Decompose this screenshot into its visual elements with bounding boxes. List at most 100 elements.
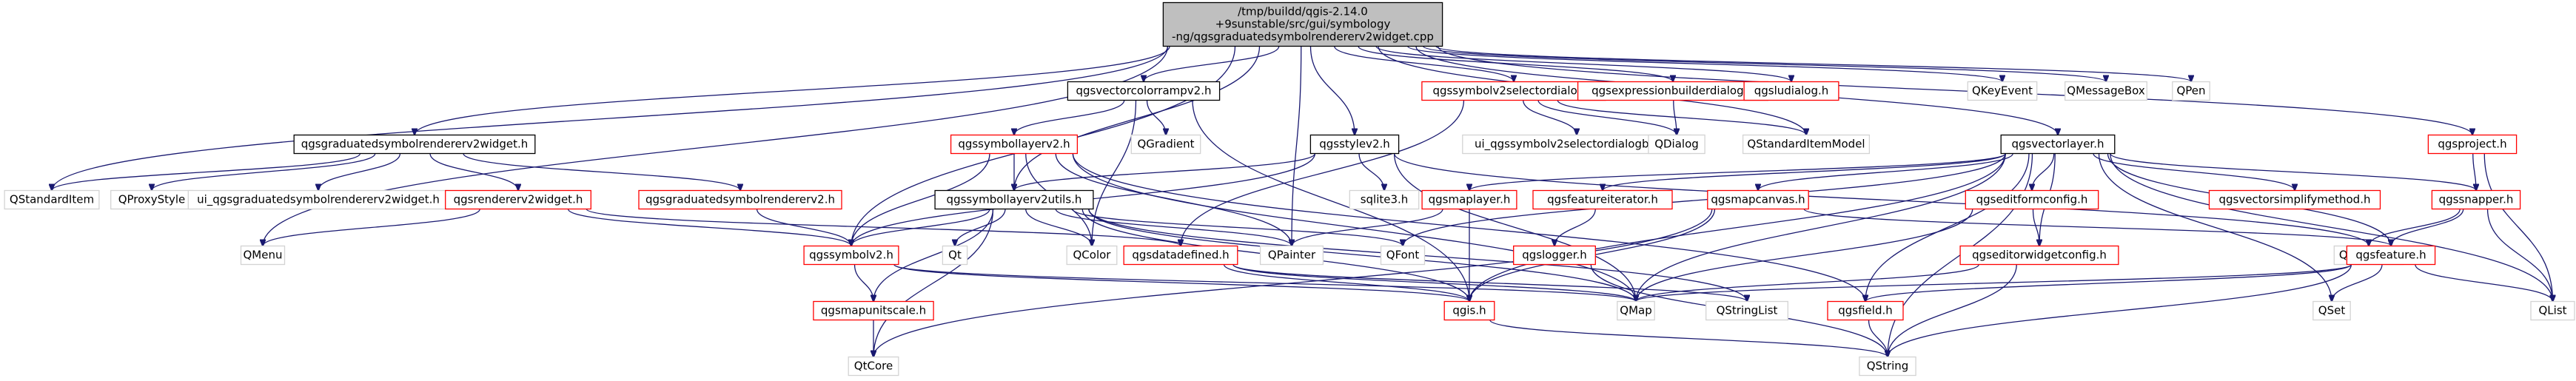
node-box [848,356,899,377]
node-qgsfield_h[interactable]: qgsfield.h [1827,300,1904,321]
edge-qgsgraduatedwidget_h-to-qgsrendererv2widget_h [429,153,518,191]
edge-qgssymbollayerv2utils_h-to-QFont [1072,208,1403,246]
node-box [2172,81,2210,101]
node-QMenu[interactable]: QMenu [240,245,286,266]
edge-qgsvectorcolorrampv2_h-to-QGradient [1146,100,1167,135]
node-QProxyStyle[interactable]: QProxyStyle [110,189,193,210]
node-qgsgraduatedwidget_h[interactable]: qgsgraduatedsymbolrendererv2widget.h [293,134,536,155]
node-root[interactable]: /tmp/buildd/qgis-2.14.0+9sunstable/src/g… [1162,1,1443,47]
node-QPen[interactable]: QPen [2172,81,2210,101]
edge-qgis_h-to-QString [1489,319,1888,357]
edge-qgssymbollayerv2utils_h-to-qgssymbolv2_h [851,209,990,246]
edge-root-to-qgsexpressionbuilderdialog_h [1358,45,1673,82]
node-qgsexpressionbuilderdialog_h[interactable]: qgsexpressionbuilderdialog.h [1577,81,1769,101]
node-qgsstylev2_h[interactable]: qgsstylev2.h [1309,134,1400,155]
edge-qgsstylev2_h-to-QMultiMap [1393,153,2369,246]
node-box [1309,134,1400,155]
edge-qgssymbollayerv2utils_h-to-Qt [955,209,1006,246]
node-box [1959,245,2119,266]
node-qgsdatadefined_h[interactable]: qgsdatadefined.h [1123,245,1238,266]
edge-root-to-qgsstylev2_h [1309,46,1355,135]
node-label: qgsgraduatedsymbolrendererv2widget.h [301,138,529,151]
node-box [4,189,100,210]
node-QKeyEvent[interactable]: QKeyEvent [1967,81,2038,101]
node-ui_graduated[interactable]: ui_qgsgraduatedsymbolrendererv2widget.h [187,189,449,210]
node-label: qgseditorwidgetconfig.h [1972,249,2107,262]
node-label: QString [1867,360,1909,373]
node-QMessageBox[interactable]: QMessageBox [2065,81,2147,101]
node-label: QKeyEvent [1972,84,2033,98]
node-qgsrendererv2widget_h[interactable]: qgsrendererv2widget.h [445,189,591,210]
node-sqlite3_h[interactable]: sqlite3.h [1349,189,1420,210]
node-label: QColor [1073,249,1112,262]
node-qgseditorwidgetconfig_h[interactable]: qgseditorwidgetconfig.h [1959,245,2119,266]
node-qgssymbollayerv2_h[interactable]: qgssymbollayerv2.h [950,134,1079,155]
node-QDialog[interactable]: QDialog [1648,134,1705,155]
node-QFont[interactable]: QFont [1380,245,1426,266]
node-qgsmaplayer_h[interactable]: qgsmaplayer.h [1421,189,1517,210]
edge-qgssymbollayerv2utils_h-to-QPainter [1055,209,1292,246]
node-qgsgraduatedrenderer_h[interactable]: qgsgraduatedsymbolrendererv2.h [638,189,842,210]
node-box [1827,300,1904,321]
node-qgsmapunitscale_h[interactable]: qgsmapunitscale.h [813,300,934,321]
node-qgsproject_h[interactable]: qgsproject.h [2427,134,2518,155]
edge-qgsrendererv2widget_h-to-QMenu [263,209,480,246]
edge-qgseditorwidgetconfig_h-to-QString [1888,264,2017,357]
node-label: QStandardItemModel [1747,138,1865,151]
node-box [1162,1,1443,47]
node-label: ui_qgssymbolv2selectordialogbase.h [1475,138,1679,152]
node-label: qgssnapper.h [2439,193,2514,206]
node-QtCore[interactable]: QtCore [848,356,899,377]
node-qgssnapper_h[interactable]: qgssnapper.h [2431,189,2521,210]
node-QGradient[interactable]: QGradient [1130,134,1201,155]
node-QStringList[interactable]: QStringList [1705,300,1788,321]
node-qgsvectorsimplifymethod_h[interactable]: qgsvectorsimplifymethod.h [2208,189,2381,210]
edge-qgssymbolv2_h-to-QMap [893,263,1636,302]
node-qgslogger_h[interactable]: qgslogger.h [1513,245,1596,266]
node-label: qgssymbolv2selectordialog.h [1432,84,1594,98]
node-box [1067,81,1221,101]
node-label: +9sunstable/src/gui/symbology [1215,18,1391,31]
node-label: qgsmapunitscale.h [821,304,926,317]
node-qgsmapcanvas_h[interactable]: qgsmapcanvas.h [1707,189,1809,210]
node-box [445,189,591,210]
node-box [1443,300,1495,321]
node-qgsfeatureiterator_h[interactable]: qgsfeatureiterator.h [1532,189,1673,210]
node-Qt[interactable]: Qt [942,245,968,266]
node-qgsludialog_h[interactable]: qgsludialog.h [1743,81,1839,101]
node-label: qgssymbollayerv2.h [958,138,1070,151]
node-QColor[interactable]: QColor [1066,245,1118,266]
node-QMap[interactable]: QMap [1617,300,1655,321]
node-QList[interactable]: QList [2530,300,2575,321]
node-box [1259,245,1324,266]
node-qgsvectorlayer_h[interactable]: qgsvectorlayer.h [2000,134,2116,155]
node-label: qgsstylev2.h [1319,138,1390,151]
edge-qgsvectorlayer_h-to-QList [2110,153,2553,302]
edge-qgsvectorlayer_h-to-qgseditformconfig_h [2032,153,2055,191]
node-qgssymbollayerv2utils_h[interactable]: qgssymbollayerv2utils.h [934,189,1094,210]
node-qgsvectorcolorrampv2_h[interactable]: qgsvectorcolorrampv2.h [1067,81,1221,101]
node-qgssymbolv2_h[interactable]: qgssymbolv2.h [803,245,899,266]
node-box [1123,245,1238,266]
edge-qgsvectorlayer_h-to-QMap [1636,153,2006,302]
node-QPainter[interactable]: QPainter [1259,245,1324,266]
node-box [2208,189,2381,210]
node-box [1421,81,1606,101]
node-qgssymbolv2selectordialog_h[interactable]: qgssymbolv2selectordialog.h [1421,81,1606,101]
edge-qgsvectorlayer_h-to-QFont [1403,153,2006,246]
node-QString[interactable]: QString [1859,356,1916,377]
edge-qgssymbolv2selectordialog_h-to-qgsdatadefined_h [1181,100,1465,246]
node-qgseditformconfig_h[interactable]: qgseditformconfig.h [1965,189,2099,210]
node-box [1967,81,2038,101]
edge-root-to-QMessageBox [1423,45,2106,82]
edge-root-to-qgsludialog_h [1375,45,1791,82]
node-QSet[interactable]: QSet [2312,300,2351,321]
node-qgsfeature_h[interactable]: qgsfeature.h [2346,245,2436,266]
node-box [942,245,968,266]
edge-qgsexpressionbuilderdialog_h-to-QDialog [1673,100,1677,135]
edge-root-to-QKeyEvent [1407,45,2002,82]
node-QStandardItem[interactable]: QStandardItem [4,189,100,210]
node-QStandardItemModel[interactable]: QStandardItemModel [1742,134,1871,155]
node-label: QStandardItem [10,193,94,206]
node-qgis_h[interactable]: qgis.h [1443,300,1495,321]
